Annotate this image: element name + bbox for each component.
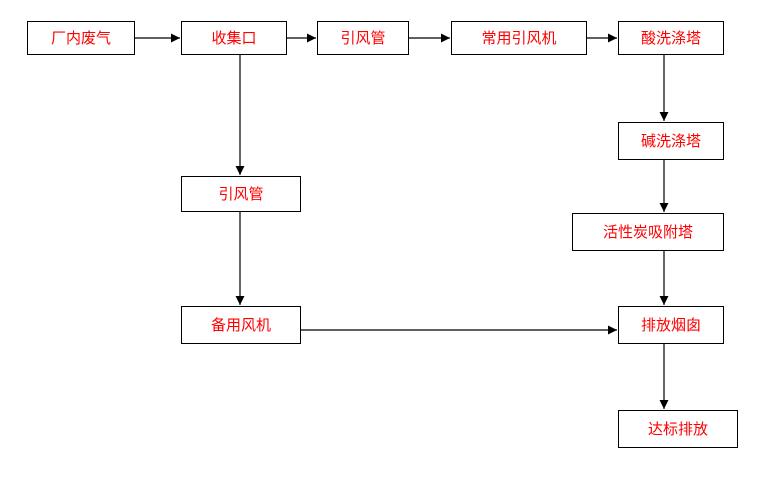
node-label: 引风管	[340, 28, 386, 47]
node-standby-fan: 备用风机	[181, 306, 301, 344]
node-alkali-scrubber: 碱洗涤塔	[618, 122, 724, 160]
node-label: 碱洗涤塔	[640, 131, 701, 150]
node-acid-scrubber: 酸洗涤塔	[618, 21, 724, 55]
node-induced-duct-top: 引风管	[317, 21, 409, 55]
node-induced-duct-side: 引风管	[181, 176, 301, 212]
node-label: 活性炭吸附塔	[602, 222, 693, 241]
node-label: 酸洗涤塔	[640, 28, 701, 47]
node-label: 达标排放	[647, 419, 708, 438]
node-main-induced-fan: 常用引风机	[451, 21, 587, 55]
node-activated-carbon-tower: 活性炭吸附塔	[572, 213, 724, 251]
node-label: 引风管	[218, 184, 264, 203]
node-label: 排放烟囱	[640, 315, 701, 334]
node-label: 收集口	[211, 28, 257, 47]
node-factory-exhaust: 厂内废气	[27, 21, 135, 55]
node-exhaust-stack: 排放烟囱	[618, 306, 724, 344]
node-label: 厂内废气	[50, 28, 111, 47]
node-compliant-discharge: 达标排放	[618, 410, 738, 448]
node-label: 备用风机	[210, 315, 271, 334]
node-collection-port: 收集口	[181, 21, 287, 55]
node-label: 常用引风机	[481, 28, 557, 47]
